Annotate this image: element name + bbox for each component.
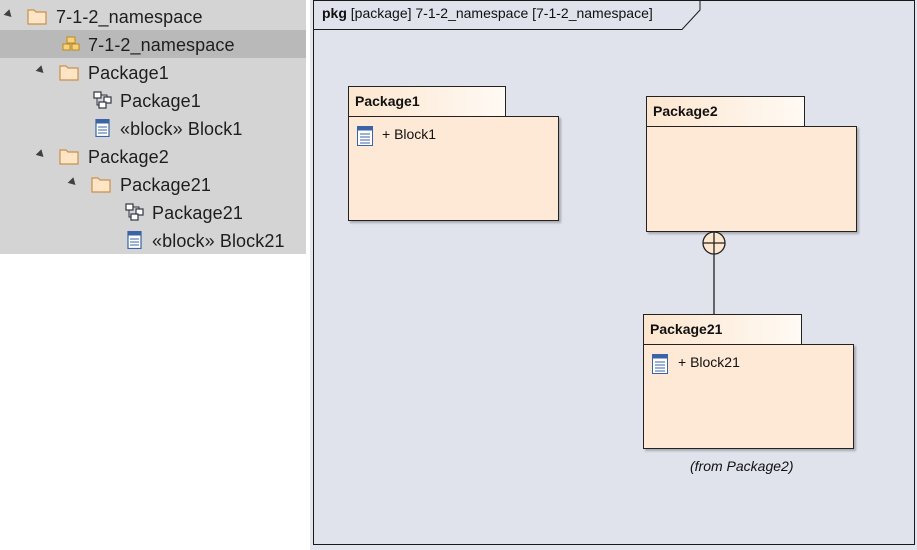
frame-kind: pkg: [322, 5, 347, 21]
tree-item-label: «block» Block1: [120, 119, 243, 139]
tree-item-label: «block» Block21: [152, 231, 285, 251]
diagram-frame[interactable]: pkg [package] 7-1-2_namespace [7-1-2_nam…: [313, 0, 915, 545]
tree-item-label: Package1: [88, 63, 169, 83]
folder-icon: [59, 65, 79, 81]
package2-body[interactable]: [646, 126, 857, 232]
tree-item-block21[interactable]: «block» Block21: [0, 226, 306, 254]
diagram-icon: [93, 91, 112, 109]
package21-body[interactable]: + Block21: [643, 344, 854, 449]
tree-item-root-package[interactable]: 7-1-2_namespace: [0, 2, 306, 30]
package1-body[interactable]: + Block1: [348, 116, 559, 221]
folder-icon: [91, 177, 111, 193]
panel-separator[interactable]: [306, 0, 310, 550]
tree-item-label: Package21: [120, 175, 211, 195]
diagram-icon: [125, 203, 144, 221]
tree-item-label: Package2: [88, 147, 169, 167]
frame-header-tab: [314, 1, 701, 30]
package2-tab[interactable]: Package2: [646, 96, 805, 127]
from-package-note: (from Package2): [690, 458, 794, 474]
tree-item-package1[interactable]: Package1: [0, 58, 306, 86]
package-member[interactable]: + Block21: [678, 354, 740, 370]
containment-connector[interactable]: [700, 229, 730, 317]
tree-item-block1[interactable]: «block» Block1: [0, 114, 306, 142]
collapse-arrow-icon[interactable]: [3, 9, 15, 20]
package-name: Package2: [653, 103, 718, 119]
collapse-arrow-icon[interactable]: [35, 65, 47, 76]
tree-item-package21[interactable]: Package21: [0, 170, 306, 198]
collapse-arrow-icon[interactable]: [35, 149, 47, 160]
tree-item-package2[interactable]: Package2: [0, 142, 306, 170]
package-diagram-icon: [62, 36, 80, 51]
collapse-arrow-icon[interactable]: [67, 177, 79, 188]
tree-item-label: 7-1-2_namespace: [56, 7, 203, 27]
block-icon: [357, 126, 373, 146]
package21-tab[interactable]: Package21: [643, 314, 802, 345]
project-browser-tree: 7-1-2_namespace 7-1-2_namespace Package1…: [0, 0, 306, 254]
folder-icon: [27, 9, 47, 25]
tree-item-label: Package21: [152, 203, 243, 223]
package-member[interactable]: + Block1: [382, 126, 437, 142]
block-icon: [95, 119, 110, 137]
block-icon: [652, 354, 668, 374]
tree-item-label: Package1: [120, 91, 201, 111]
tree-item-package1-diagram[interactable]: Package1: [0, 86, 306, 114]
package-name: Package21: [650, 321, 723, 337]
tree-item-package21-diagram[interactable]: Package21: [0, 198, 306, 226]
tree-item-namespace-diagram[interactable]: 7-1-2_namespace: [0, 30, 306, 58]
frame-title: pkg [package] 7-1-2_namespace [7-1-2_nam…: [322, 5, 653, 21]
block-icon: [127, 231, 142, 249]
package1-tab[interactable]: Package1: [348, 86, 506, 117]
tree-item-label: 7-1-2_namespace: [88, 35, 235, 55]
folder-icon: [59, 149, 79, 165]
package-name: Package1: [355, 93, 420, 109]
frame-title-text: [package] 7-1-2_namespace [7-1-2_namespa…: [350, 5, 653, 21]
